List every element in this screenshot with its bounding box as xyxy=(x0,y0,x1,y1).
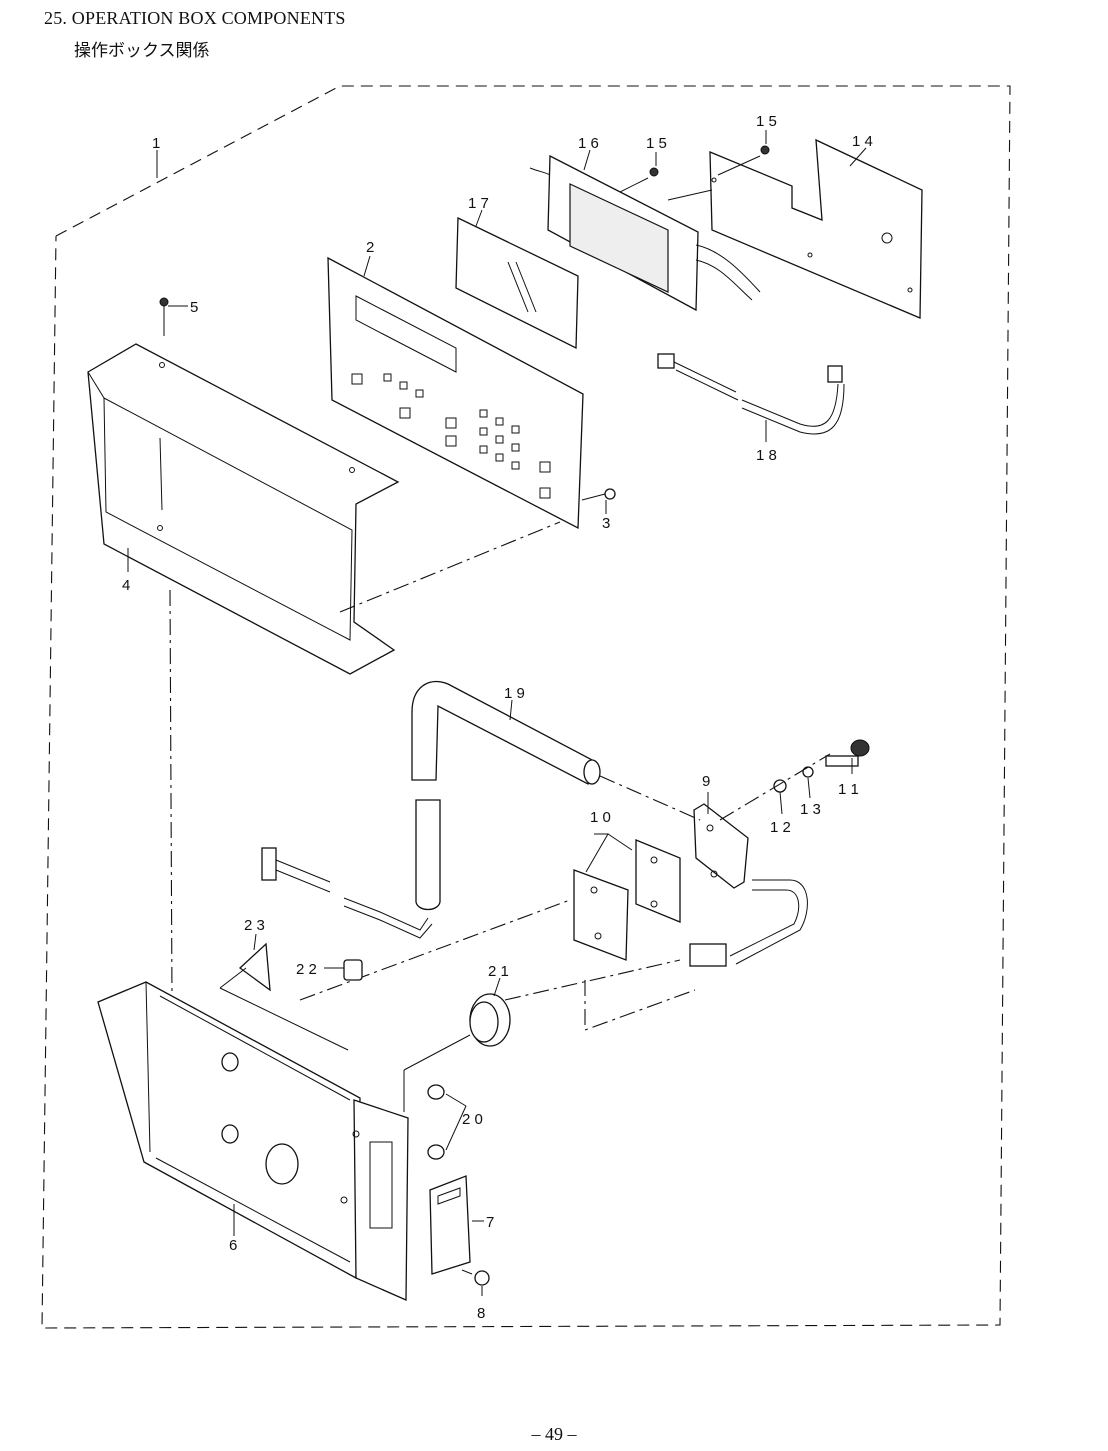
part-19-cable xyxy=(261,847,433,939)
callout-16: 1 6 xyxy=(578,135,599,152)
part-10-plate-a xyxy=(573,869,629,961)
callout-2: 2 xyxy=(366,239,374,256)
part-16-display-board xyxy=(529,154,761,312)
callout-11: 1 1 xyxy=(838,781,859,798)
part-20-foot-b xyxy=(427,1144,445,1160)
part-15b-screw xyxy=(607,167,659,199)
assembly-boundary xyxy=(41,85,1011,1329)
callout-19: 1 9 xyxy=(504,685,525,702)
page-title: 25. OPERATION BOX COMPONENTS xyxy=(44,8,346,28)
harness-cable xyxy=(689,879,808,967)
callout-1: 1 xyxy=(152,135,160,152)
part-7-cover-plate xyxy=(429,1175,471,1275)
callout-21: 2 1 xyxy=(488,963,509,980)
part-13-lock-washer xyxy=(802,766,814,778)
callout-18: 1 8 xyxy=(756,447,777,464)
part-2-front-panel xyxy=(327,256,584,530)
callout-14: 1 4 xyxy=(852,133,873,150)
exploded-parts-diagram: 1 2 3 4 5 6 7 8 9 1 0 1 1 1 2 1 3 1 4 1 … xyxy=(41,85,1011,1329)
part-15a-screw xyxy=(717,145,770,176)
part-19-tube xyxy=(411,680,601,911)
part-8-screw xyxy=(461,1269,490,1286)
callout-15a: 1 5 xyxy=(756,113,777,130)
callout-7: 7 xyxy=(486,1214,494,1231)
part-14-hole xyxy=(881,232,893,244)
part-18-harness xyxy=(657,353,845,435)
part-22-cushion xyxy=(343,959,363,981)
part-9-bracket xyxy=(693,803,749,889)
part-3-nut xyxy=(581,488,616,501)
callout-23: 2 3 xyxy=(244,917,265,934)
callout-20: 2 0 xyxy=(462,1111,483,1128)
callout-3: 3 xyxy=(602,515,610,532)
part-6-bottom-case xyxy=(97,981,409,1301)
callout-22: 2 2 xyxy=(296,961,317,978)
callout-12: 1 2 xyxy=(770,819,791,836)
callout-15b: 1 5 xyxy=(646,135,667,152)
part-10-plate-b xyxy=(635,839,681,923)
part-17-window xyxy=(455,216,579,350)
callout-10: 1 0 xyxy=(590,809,611,826)
part-14-board xyxy=(709,138,923,319)
callout-6: 6 xyxy=(229,1237,237,1254)
part-11-screw xyxy=(825,739,870,767)
callout-5: 5 xyxy=(190,299,198,316)
callout-8: 8 xyxy=(477,1305,485,1322)
callout-9: 9 xyxy=(702,773,710,790)
part-20-foot-a xyxy=(427,1084,445,1100)
part-21-grommet xyxy=(403,993,511,1112)
part-5-screw xyxy=(159,297,169,336)
part-4-box-frame xyxy=(87,343,400,675)
callout-13: 1 3 xyxy=(800,801,821,818)
page-number: – 49 – xyxy=(531,1424,577,1444)
callout-17: 1 7 xyxy=(468,195,489,212)
page-subtitle: 操作ボックス関係 xyxy=(74,41,210,61)
part-23-clip xyxy=(219,942,349,1051)
callout-4: 4 xyxy=(122,577,130,594)
